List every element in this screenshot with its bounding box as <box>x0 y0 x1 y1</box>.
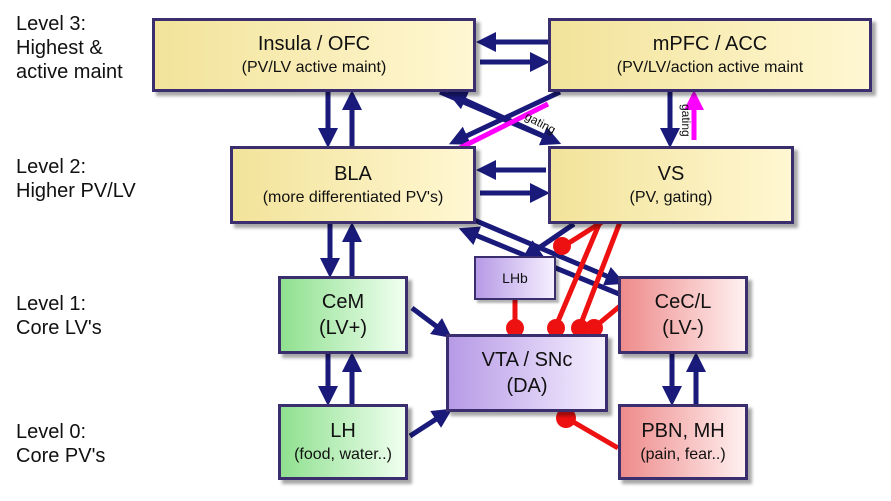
inhibit-dot-lhb <box>553 237 571 255</box>
level-1-label: Level 1: Core LV's <box>16 292 102 340</box>
inhibit-dot-vta-lhb <box>506 319 524 337</box>
node-vs-title: VS <box>657 163 685 185</box>
node-mpfc-acc-sub: (PV/LV/action active maint <box>616 59 804 76</box>
gating-line-vs-insula <box>458 101 550 151</box>
node-insula-ofc-title: Insula / OFC <box>257 33 371 55</box>
node-cem-title: CeM <box>321 291 365 313</box>
inhibit-dot-vta-vs-a <box>547 319 565 337</box>
level-3-title: Level 3: <box>16 13 87 35</box>
node-bla-title: BLA <box>334 163 372 185</box>
inhibit-vs-to-vta-b <box>577 221 623 327</box>
gating-label-right: gating <box>679 104 693 137</box>
node-pbn-mh-title: PBN, MH <box>641 420 725 442</box>
inhibit-vs-to-vta-a <box>553 221 603 327</box>
node-insula-ofc: Insula / OFC (PV/LV active maint) <box>152 18 476 92</box>
arrow-vs-to-insula <box>446 91 550 141</box>
node-cem-sub: (LV+) <box>319 317 367 339</box>
node-insula-ofc-sub: (PV/LV active maint) <box>241 59 387 76</box>
node-cecl-sub: (LV-) <box>662 317 704 339</box>
arrow-vs-to-lhb <box>521 221 576 260</box>
inhibit-pbn-to-vta <box>568 417 620 451</box>
level-2-title: Level 2: <box>16 156 87 178</box>
level-3-desc-1: Highest & <box>16 37 103 59</box>
level-2-desc: Higher PV/LV <box>16 180 136 202</box>
arrow-cem-to-vta <box>410 306 452 338</box>
node-pbn-mh-sub: (pain, fear..) <box>640 446 726 463</box>
node-vta-snc-sub: (DA) <box>506 375 548 397</box>
node-vs-sub: (PV, gating) <box>629 189 713 206</box>
node-vta-snc: VTA / SNc (DA) <box>446 334 608 412</box>
node-bla: BLA (more differentiated PV's) <box>230 146 476 224</box>
arrow-lh-to-vta <box>408 408 453 439</box>
arrow-mpfc-to-bla <box>448 89 562 145</box>
node-lhb: LHb <box>474 256 556 300</box>
inhibit-dot-vta-vs-b <box>571 319 589 337</box>
node-lh-title: LH <box>330 420 356 442</box>
node-cem: CeM (LV+) <box>278 276 408 354</box>
node-mpfc-acc-title: mPFC / ACC <box>652 33 768 55</box>
node-bla-sub: (more differentiated PV's) <box>262 189 444 206</box>
node-lh: LH (food, water..) <box>278 404 408 480</box>
node-lh-sub: (food, water..) <box>294 446 392 463</box>
node-pbn-mh: PBN, MH (pain, fear..) <box>618 404 748 480</box>
level-0-desc: Core PV's <box>16 445 106 467</box>
node-lhb-title: LHb <box>502 270 528 286</box>
node-mpfc-acc: mPFC / ACC (PV/LV/action active maint <box>548 18 872 92</box>
node-vs: VS (PV, gating) <box>548 146 794 224</box>
level-3-desc-2: active maint <box>16 61 123 83</box>
node-vta-snc-title: VTA / SNc <box>481 349 573 371</box>
level-2-label: Level 2: Higher PV/LV <box>16 155 136 203</box>
level-1-desc: Core LV's <box>16 317 102 339</box>
node-cecl-title: CeC/L <box>654 291 712 313</box>
node-cecl: CeC/L (LV-) <box>618 276 748 354</box>
level-1-title: Level 1: <box>16 293 87 315</box>
level-0-title: Level 0: <box>16 421 87 443</box>
level-0-label: Level 0: Core PV's <box>16 420 105 468</box>
level-3-label: Level 3: Highest & active maint <box>16 12 123 84</box>
inhibit-dot-vta-pbn <box>556 408 576 428</box>
inhibit-dot-vta-cecl <box>585 319 603 337</box>
